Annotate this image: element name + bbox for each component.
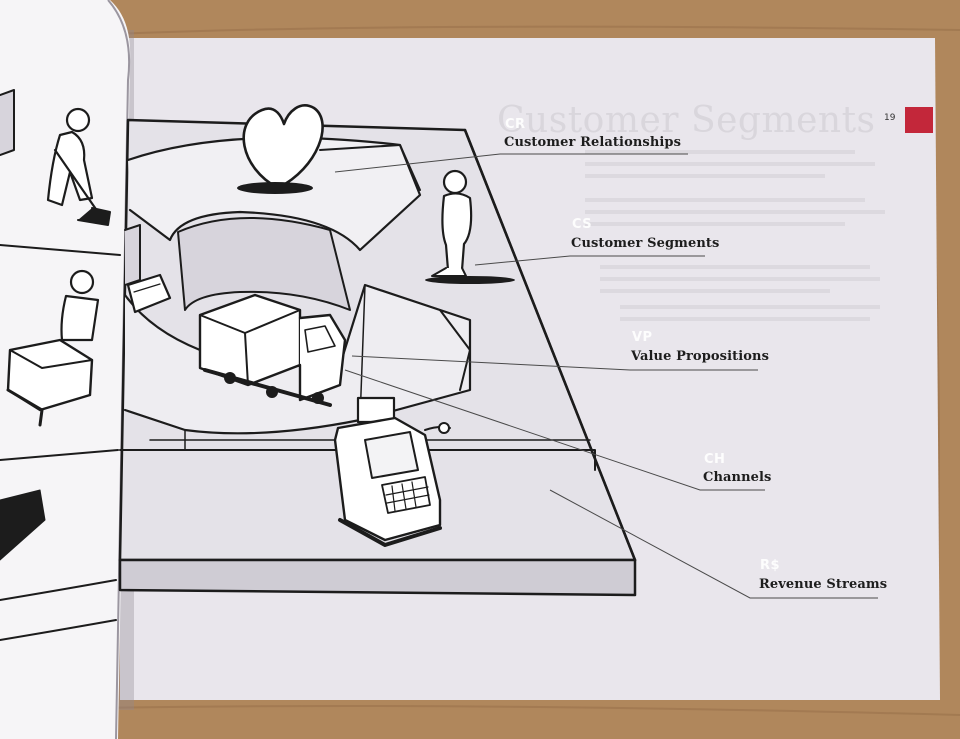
label-channels: Channels [703,470,772,485]
abbr-cs: CS [572,217,593,232]
label-customer-segments: Customer Segments [571,236,720,251]
delivery-truck-icon [198,293,347,407]
page-number: 19 [884,113,896,123]
bed-icon [0,269,119,461]
label-customer-relationships: Customer Relationships [504,135,682,150]
label-value-propositions: Value Propositions [631,349,770,364]
leader-line-cs [474,255,705,266]
abbr-cr: CR [505,117,526,132]
leader-line-vp [351,355,758,371]
page-tab [905,107,933,133]
abbr-ch: CH [704,452,726,467]
leader-line-rs [549,489,878,599]
person-icon [425,169,515,284]
abbr-vp: VP [632,330,653,345]
label-revenue-streams: Revenue Streams [759,577,888,592]
abbr-rs: R$ [760,558,781,573]
faded-header: Customer Segments [497,100,876,141]
cash-register-icon [333,396,451,547]
leader-line-cr [334,153,688,173]
heart-icon [237,104,324,194]
leader-line-ch [344,369,765,491]
worker-with-shovel-icon [0,89,121,256]
